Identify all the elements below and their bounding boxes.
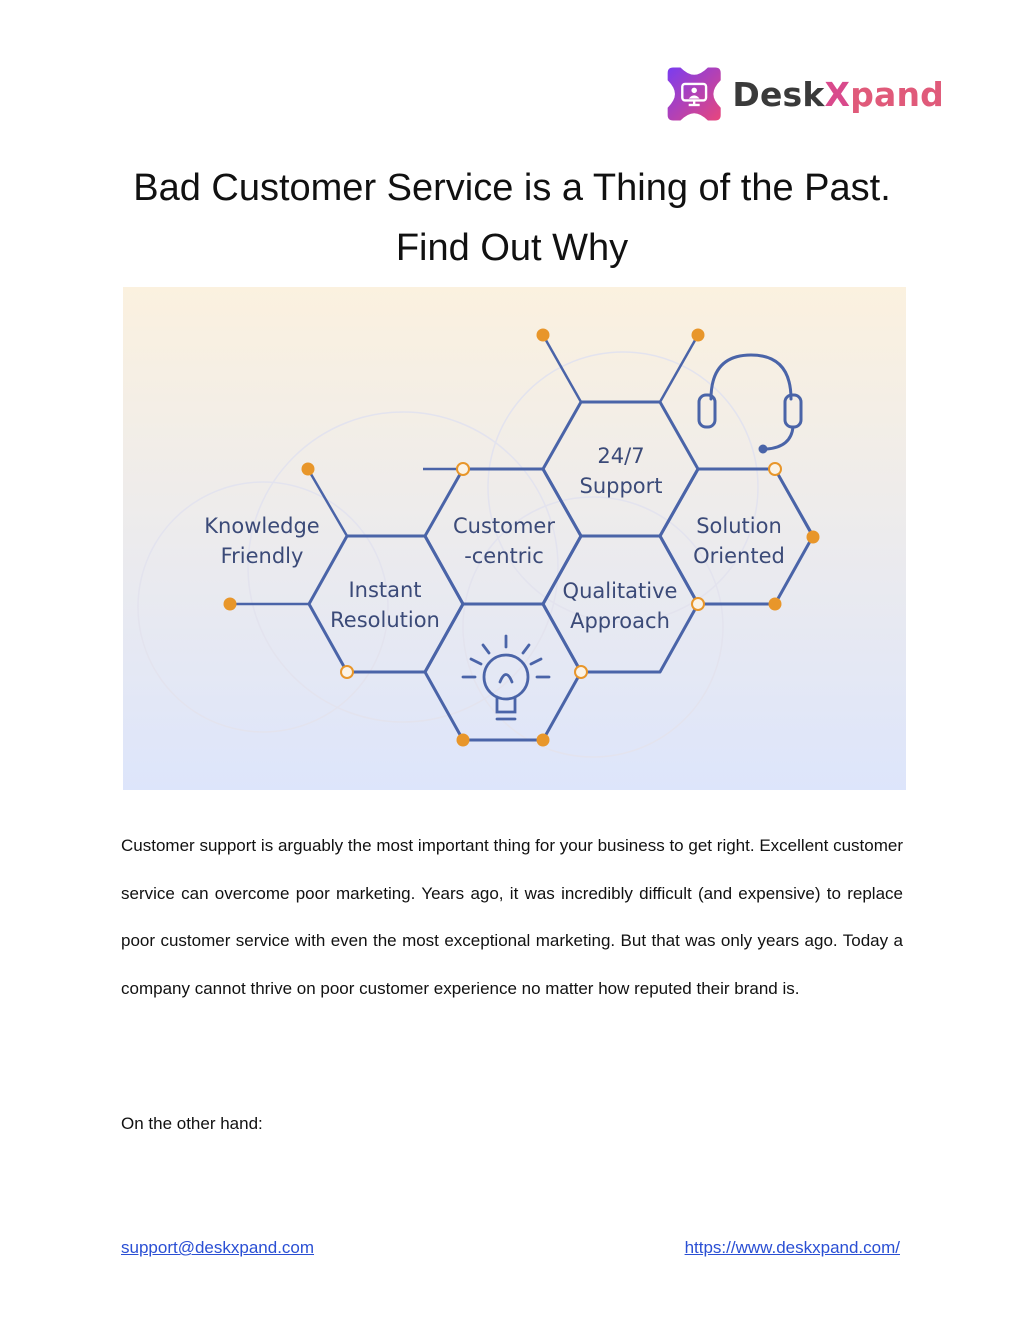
body-paragraph-2: On the other hand:	[121, 1114, 263, 1133]
label-support-2: Support	[579, 474, 662, 498]
monitor-user-icon	[667, 67, 721, 121]
label-qualitative-1: Qualitative	[563, 579, 678, 603]
brand-name: DeskXpand	[732, 74, 944, 114]
label-qualitative-2: Approach	[570, 609, 670, 633]
footer-email-link[interactable]: support@deskxpand.com	[121, 1238, 315, 1257]
label-solution-1: Solution	[696, 514, 782, 538]
headset-icon	[697, 353, 803, 454]
label-knowledge-1: Knowledge	[204, 514, 319, 538]
page-title: Bad Customer Service is a Thing of the P…	[60, 158, 964, 278]
lightbulb-icon	[461, 634, 551, 721]
label-support-1: 24/7	[597, 444, 644, 468]
hero-illustration: 24/7 Support Knowledge Friendly Customer…	[123, 287, 906, 790]
label-knowledge-2: Friendly	[221, 544, 304, 568]
label-customer-1: Customer	[453, 514, 555, 538]
label-instant-1: Instant	[348, 578, 421, 602]
label-customer-2: -centric	[464, 544, 544, 568]
label-instant-2: Resolution	[330, 608, 440, 632]
title-line-2: Find Out Why	[395, 227, 629, 269]
title-line-1: Bad Customer Service is a Thing of the P…	[133, 167, 891, 209]
label-solution-2: Oriented	[693, 544, 785, 568]
brand-logo: DeskXpand	[664, 60, 944, 128]
body-paragraph: Customer support is arguably the most im…	[121, 836, 903, 998]
footer-website-link[interactable]: https://www.deskxpand.com/	[684, 1238, 900, 1257]
